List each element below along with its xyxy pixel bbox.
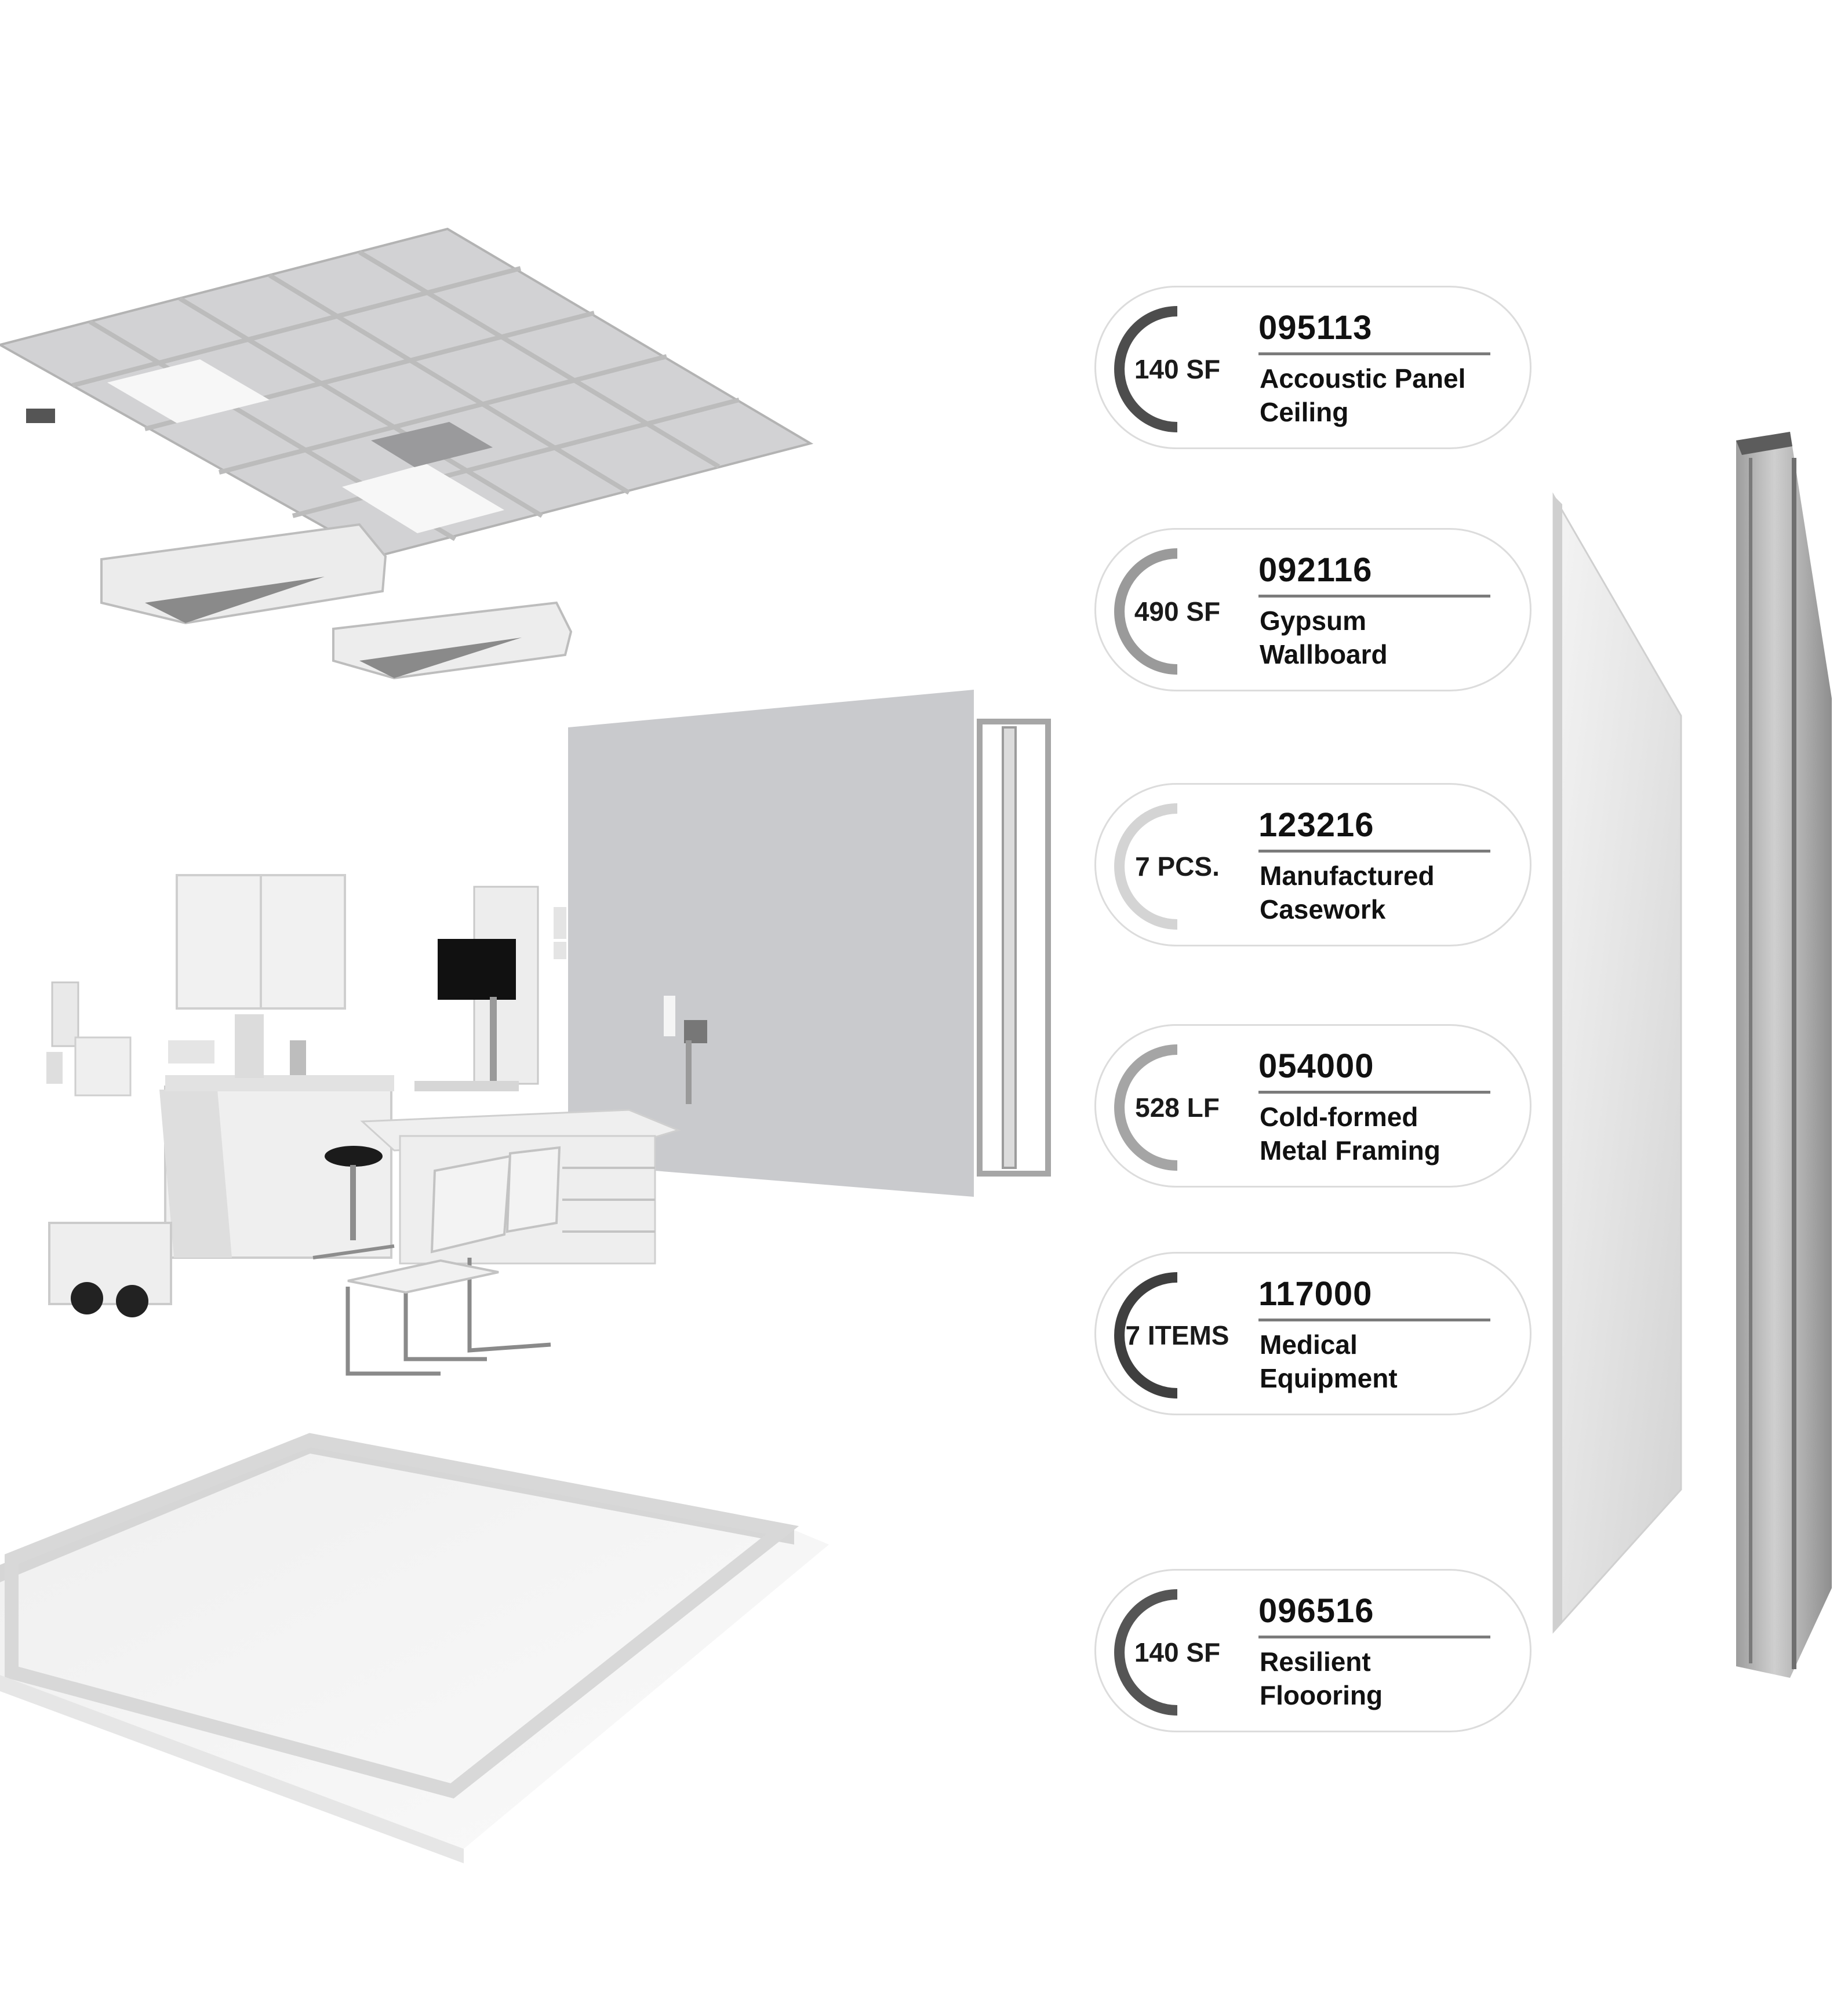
- divider: [1258, 850, 1490, 853]
- description-line: Casework: [1260, 894, 1386, 924]
- exam-stool: [312, 1146, 395, 1259]
- divider: [1258, 1319, 1490, 1321]
- component-description: Medical Equipment: [1260, 1328, 1398, 1395]
- light-fixtures: [100, 523, 573, 680]
- spec-code: 123216: [1258, 806, 1374, 844]
- description-line: Floooring: [1260, 1680, 1383, 1710]
- description-line: Accoustic Panel: [1260, 363, 1466, 394]
- quantity-label: 490 SF: [1134, 596, 1221, 627]
- spec-code: 092116: [1258, 551, 1373, 589]
- guest-chairs: [345, 1146, 561, 1376]
- description-line: Ceiling: [1260, 397, 1349, 427]
- wall-dispensers: [46, 981, 214, 1097]
- quantity-label: 528 LF: [1135, 1092, 1220, 1123]
- description-line: Cold-formed: [1260, 1102, 1418, 1132]
- component-description: Resilient Floooring: [1260, 1645, 1383, 1712]
- component-callout: 7 ITEMS 117000 Medical Equipment: [1094, 1252, 1531, 1415]
- quantity-ring-icon: [1114, 1272, 1235, 1399]
- component-description: Accoustic Panel Ceiling: [1260, 362, 1465, 429]
- wall-monitor-unit: [414, 886, 566, 1091]
- quantity-label: 7 ITEMS: [1125, 1320, 1229, 1350]
- component-callout: 7 PCS. 123216 Manufactured Casework: [1094, 783, 1531, 946]
- component-callout: 140 SF 096516 Resilient Floooring: [1094, 1569, 1531, 1732]
- spec-code: 096516: [1258, 1592, 1374, 1630]
- door-wall-panel: [568, 690, 1051, 1197]
- description-line: Medical: [1260, 1330, 1358, 1360]
- divider: [1258, 595, 1490, 598]
- quantity-label: 7 PCS.: [1135, 851, 1220, 882]
- description-line: Wallboard: [1260, 639, 1388, 669]
- divider: [1258, 352, 1490, 355]
- divider: [1258, 1091, 1490, 1094]
- component-callout: 140 SF 095113 Accoustic Panel Ceiling: [1094, 286, 1531, 449]
- description-line: Resilient: [1260, 1647, 1371, 1677]
- component-description: Gypsum Wallboard: [1260, 604, 1388, 671]
- quantity-label: 140 SF: [1134, 1637, 1221, 1667]
- description-line: Gypsum: [1260, 606, 1367, 636]
- spec-code: 095113: [1258, 309, 1373, 347]
- quantity-ring-icon: [1114, 1589, 1235, 1716]
- metal-framing-panel: [1736, 432, 1832, 1678]
- spec-code: 054000: [1258, 1047, 1374, 1085]
- acoustic-ceiling-grid: [0, 227, 814, 558]
- description-line: Metal Framing: [1260, 1135, 1440, 1166]
- resilient-flooring-slab: [0, 1433, 829, 1863]
- quantity-ring-icon: [1114, 548, 1235, 675]
- quantity-label: 140 SF: [1134, 354, 1221, 384]
- spec-code: 117000: [1258, 1275, 1373, 1313]
- description-line: Equipment: [1260, 1363, 1398, 1393]
- component-description: Cold-formed Metal Framing: [1260, 1100, 1440, 1167]
- description-line: Manufactured: [1260, 861, 1435, 891]
- waste-cart: [48, 1222, 172, 1317]
- quantity-ring-icon: [1114, 1044, 1235, 1171]
- quantity-ring-icon: [1114, 306, 1235, 432]
- gypsum-wallboard-panel: [1552, 492, 1682, 1634]
- divider: [1258, 1636, 1490, 1638]
- component-description: Manufactured Casework: [1260, 859, 1435, 926]
- quantity-ring-icon: [1114, 803, 1235, 930]
- manufactured-casework: [159, 874, 394, 1259]
- component-callout: 490 SF 092116 Gypsum Wallboard: [1094, 528, 1531, 691]
- component-callout: 528 LF 054000 Cold-formed Metal Framing: [1094, 1024, 1531, 1188]
